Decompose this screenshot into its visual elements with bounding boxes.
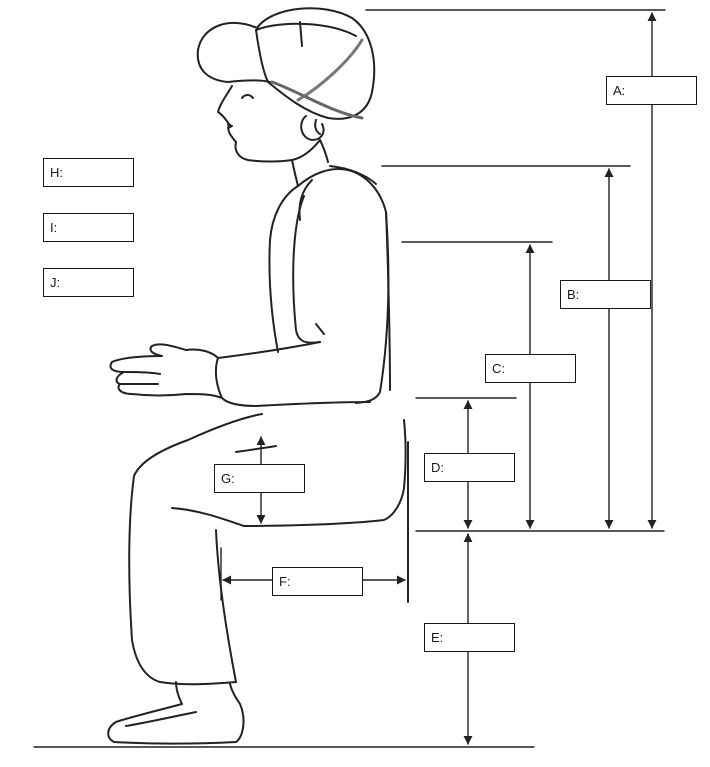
measurement-input-c[interactable] (512, 358, 569, 379)
measurement-input-e[interactable] (451, 627, 508, 648)
measurement-field-f: F: (272, 567, 363, 596)
measurement-field-e: E: (424, 623, 515, 652)
field-label-a: A: (613, 83, 625, 98)
measurement-field-d: D: (424, 453, 515, 482)
measurement-input-h[interactable] (70, 162, 127, 183)
arm-drawing (111, 196, 371, 406)
cap-drawing (198, 8, 374, 119)
measurement-input-j[interactable] (70, 272, 127, 293)
field-label-j: J: (50, 275, 60, 290)
measurement-field-i: I: (43, 213, 134, 242)
field-label-h: H: (50, 165, 63, 180)
leg-drawing (129, 414, 405, 684)
field-label-b: B: (567, 287, 579, 302)
measurement-input-b[interactable] (587, 284, 644, 305)
measurement-field-g: G: (214, 464, 305, 493)
measurement-input-f[interactable] (299, 571, 356, 592)
torso-drawing (269, 166, 390, 403)
measurement-field-b: B: (560, 280, 651, 309)
field-label-c: C: (492, 361, 505, 376)
field-label-f: F: (279, 574, 291, 589)
measurement-field-c: C: (485, 354, 576, 383)
field-label-g: G: (221, 471, 235, 486)
measurement-field-j: J: (43, 268, 134, 297)
field-label-d: D: (431, 460, 444, 475)
measurement-input-d[interactable] (451, 457, 508, 478)
field-label-e: E: (431, 630, 443, 645)
measurement-field-h: H: (43, 158, 134, 187)
field-label-i: I: (50, 220, 57, 235)
measurement-field-a: A: (606, 76, 697, 105)
shoe-drawing (108, 682, 243, 744)
measurement-input-a[interactable] (633, 80, 690, 101)
measurement-input-g[interactable] (241, 468, 298, 489)
measurement-input-i[interactable] (70, 217, 127, 238)
seated-person-figure (108, 8, 405, 743)
